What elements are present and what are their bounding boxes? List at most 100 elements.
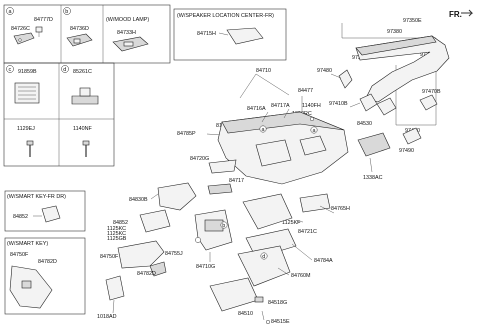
inset-speaker: (W/SPEAKER LOCATION CENTER-FR) 84715H [173, 8, 287, 61]
part-label-97470B: 97470B [422, 89, 441, 95]
grille-91859B-icon [14, 82, 40, 104]
center-opening [299, 135, 327, 156]
speaker-grille-84715H-icon [226, 27, 264, 45]
callout-b-marker [63, 7, 71, 15]
front-arrow-icon [461, 9, 474, 17]
inset-smart-key-fr-frame [4, 190, 86, 232]
part-label-84715H: 84715H [197, 31, 216, 37]
bracket-84782D [105, 275, 125, 301]
inset-smart-key: (W/SMART KEY) 84750F 84782D [4, 237, 86, 315]
part-label-97490: 97490 [399, 148, 414, 154]
callout-b-marker-fascia [195, 237, 201, 243]
callout-d-letter: d [63, 67, 66, 73]
callout-a-letter: a [9, 9, 12, 15]
front-direction-label: FR. [449, 10, 462, 19]
fastener-1140FH-icon [309, 116, 315, 122]
fastener-84515E-icon [265, 319, 271, 325]
callout-a-marker-dash-right [310, 126, 318, 134]
airbag-module-84530 [357, 132, 391, 157]
part-label-84755J: 84755J [165, 251, 183, 257]
side-vent-97490 [402, 127, 422, 145]
callout-a-marker-dash [259, 125, 267, 133]
smart-key-slot-icon [21, 280, 32, 289]
inset-speaker-frame [173, 8, 287, 61]
part-label-97410B: 97410B [329, 101, 348, 107]
crash-pad-lower-left [139, 209, 171, 233]
part-label-1125KC-b: 1125KC [107, 231, 126, 237]
part-label-84721C: 84721C [298, 229, 317, 235]
center-display-opening [204, 219, 224, 232]
leader-lines [261, 73, 361, 276]
inset-smart-key-fr: (W/SMART KEY-FR DR) 84852 [4, 190, 86, 232]
lamp-84733H-icon [112, 36, 149, 52]
part-label-84510: 84510 [238, 311, 253, 317]
connector-84736D-icon [66, 33, 93, 47]
part-label-84750F-main: 84750F [100, 254, 119, 260]
duct-upper-face [355, 35, 437, 56]
part-label-1338AC: 1338AC [363, 175, 383, 181]
callout-d-marker-glovebox [260, 252, 268, 260]
clip-84777D-icon [35, 26, 43, 37]
glove-box-84760M [237, 245, 291, 287]
part-label-84477: 84477 [298, 88, 313, 94]
side-panel-84721C [242, 193, 293, 230]
part-label-84782D-main: 84782D [137, 271, 156, 277]
cluster-hood-84830B [157, 182, 197, 211]
part-label-84785P: 84785P [177, 131, 196, 137]
part-label-84782D: 84782D [38, 259, 57, 265]
callout-b-marker-center [220, 221, 228, 229]
part-label-84736D: 84736D [70, 26, 89, 32]
part-label-1018AD: 1018AD [97, 314, 117, 320]
inset-grid: a 84777D 84726C b 84736D (W/MOOD LAMP) 8… [3, 4, 171, 167]
part-label-85261C: 85261C [73, 69, 92, 75]
part-label-84726C: 84726C [11, 26, 30, 32]
glove-box-housing-84510 [209, 277, 259, 312]
callout-d-letter-glovebox: d [262, 254, 265, 260]
inset-smart-key-fr-title: (W/SMART KEY-FR DR) [7, 194, 66, 200]
duct-outlet-97470B [419, 94, 438, 111]
part-label-84830B: 84830B [129, 197, 148, 203]
bracket-84726C-icon [13, 32, 35, 45]
part-label-84515E: 84515E [271, 319, 290, 325]
part-label-84852: 84852 [13, 214, 28, 220]
callout-b-letter-center: b [222, 223, 225, 229]
part-label-84852-main: 84852 [113, 220, 128, 226]
callout-a-letter-dash: a [262, 127, 265, 133]
part-label-84777D: 84777D [34, 17, 53, 23]
part-label-84760M: 84760M [291, 273, 311, 279]
crash-pad-assembly: 84710 84477 84716A 84717A 1140FH 1350RC … [97, 68, 350, 325]
part-label-84717: 84717 [229, 178, 244, 184]
part-label-1125GB: 1125GB [107, 236, 127, 242]
part-label-1140FH: 1140FH [302, 103, 321, 109]
inset-smart-key-frame [4, 237, 86, 315]
part-label-84518G: 84518G [268, 300, 287, 306]
inset-speaker-title: (W/SPEAKER LOCATION CENTER-FR) [177, 13, 274, 19]
callout-a-letter-dash-right: a [313, 128, 316, 134]
screw-1129EJ-icon [26, 140, 34, 157]
part-label-97380: 97380 [387, 29, 402, 35]
cluster-opening [255, 139, 292, 167]
panel-84765H [299, 193, 331, 213]
part-label-1140NF: 1140NF [73, 126, 92, 132]
smart-key-holder-icon [41, 205, 61, 223]
part-label-84716A: 84716A [247, 106, 266, 112]
main-air-duct [355, 35, 450, 103]
part-label-84765H: 84765H [331, 206, 350, 212]
inset-mood-lamp-title: (W/MOOD LAMP) [106, 17, 149, 23]
part-label-97350E: 97350E [403, 18, 422, 24]
callout-b-letter: b [65, 9, 68, 15]
callout-d-marker [61, 65, 69, 73]
crash-pad-top-surface [221, 111, 345, 134]
part-label-84530: 84530 [357, 121, 372, 127]
part-label-84720G: 84720G [190, 156, 209, 162]
part-label-1125KF: 1125KF [282, 220, 301, 226]
panel-84717 [207, 183, 233, 195]
callout-a-marker [6, 7, 14, 15]
part-label-84710: 84710 [256, 68, 271, 74]
inset-smart-key-title: (W/SMART KEY) [7, 241, 48, 247]
part-label-84717A: 84717A [271, 103, 290, 109]
latch-84518G [254, 296, 264, 303]
part-label-84733H: 84733H [117, 30, 136, 36]
callout-c-letter: c [9, 67, 12, 73]
